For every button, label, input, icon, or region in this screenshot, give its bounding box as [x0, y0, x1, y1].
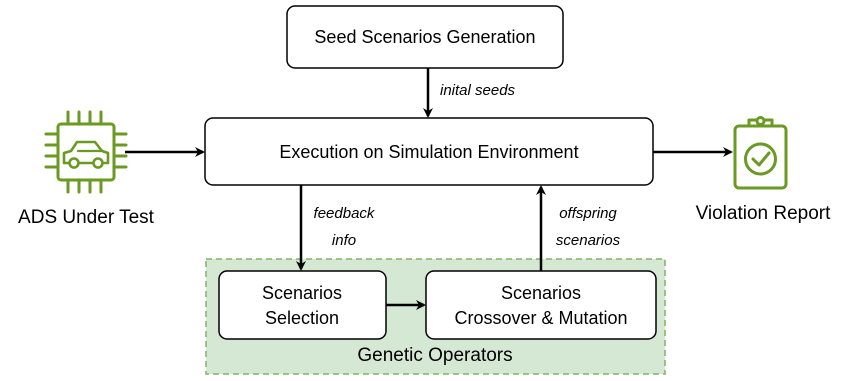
offspring-label-line2: scenarios: [556, 232, 621, 249]
execution-label: Execution on Simulation Environment: [279, 142, 578, 162]
execution-box: Execution on Simulation Environment: [204, 117, 654, 186]
seed-generation-box: Seed Scenarios Generation: [286, 5, 564, 69]
genetic-operators-label: Genetic Operators: [357, 345, 512, 366]
feedback-label-line2: info: [332, 232, 356, 249]
ads-under-test-caption: ADS Under Test: [18, 207, 155, 228]
violation-report-caption: Violation Report: [696, 203, 832, 224]
selection-label-line1: Scenarios: [262, 283, 342, 303]
offspring-label-line1: offspring: [559, 205, 617, 222]
initial-seeds-label: inital seeds: [440, 82, 516, 99]
seed-generation-label: Seed Scenarios Generation: [314, 27, 535, 47]
feedback-label-line1: feedback: [314, 205, 376, 222]
selection-label-line2: Selection: [265, 308, 339, 328]
crossover-label-line2: Crossover & Mutation: [454, 308, 627, 328]
selection-box: Scenarios Selection: [218, 270, 387, 340]
crossover-box: Scenarios Crossover & Mutation: [425, 270, 657, 340]
clipboard-check-icon: [733, 116, 788, 190]
chip-car-icon: [44, 110, 128, 194]
crossover-label-line1: Scenarios: [501, 283, 581, 303]
